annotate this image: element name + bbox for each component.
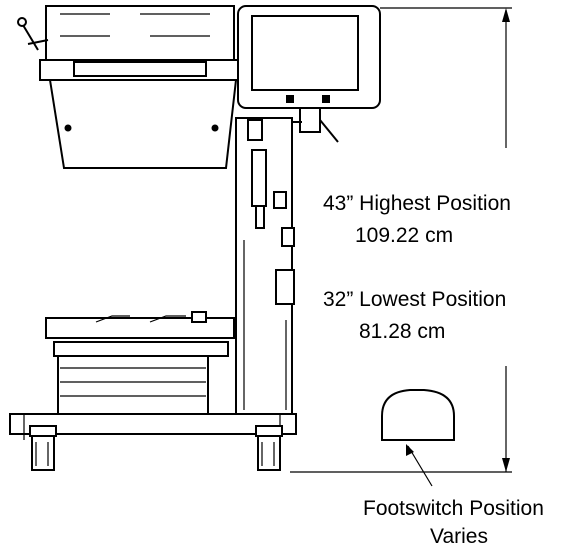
lowest-position-cm-label: 81.28 cm [359,320,446,343]
caster-right [255,425,283,471]
machine-head [39,5,241,169]
lowest-position-inches-label: 32” Lowest Position [323,288,507,311]
lower-tray [9,311,297,440]
dimension-line-lowest [290,366,512,473]
highest-position-inches-label: 43” Highest Position [323,192,511,215]
footswitch [381,389,455,441]
column [235,117,295,419]
highest-position-cm-label: 109.22 cm [355,224,454,247]
dimension-line-highest [380,7,512,148]
footswitch-label-line2: Varies [430,525,488,548]
side-handle [17,17,49,51]
footswitch-label-line1: Footswitch Position [363,497,544,520]
caster-left [29,425,57,471]
monitor [237,5,381,143]
footswitch-leader [406,444,433,487]
